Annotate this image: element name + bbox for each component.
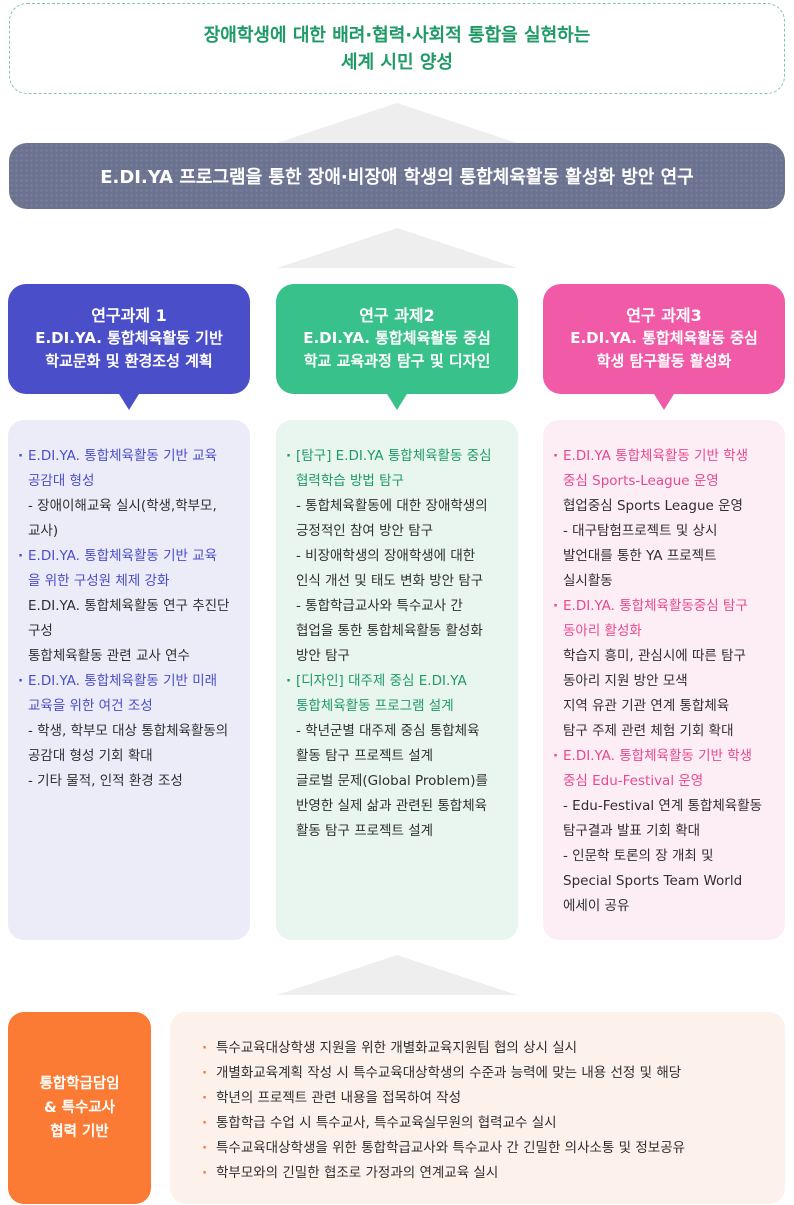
section-heading: E.DI.YA. 통합체육활동 기반 교육 (18, 444, 240, 469)
main-research-title: E.DI.YA 프로그램을 통한 장애·비장애 학생의 통합체육활동 활성화 방… (9, 143, 785, 209)
section-item: - 학생, 학부모 대상 통합체육활동의 (28, 723, 229, 739)
section-item: 실시활동 (563, 573, 613, 589)
task-2-title: 연구 과제2 (359, 306, 435, 325)
task-1-subtitle-1: E.DI.YA. 통합체육활동 기반 (35, 329, 223, 347)
section-heading: [디자인] 대주제 중심 E.DI.YA (286, 669, 508, 694)
foundation-label: 통합학급담임 & 특수교사 협력 기반 (8, 1012, 151, 1204)
section-item: 인식 개선 및 태도 변화 방안 탐구 (296, 573, 484, 589)
section-item: - 통합학급교사와 특수교사 간 (296, 598, 463, 614)
up-arrow-2 (277, 228, 517, 268)
section-item: 교사) (28, 523, 59, 539)
foundation-label-line-2: & 특수교사 (43, 1100, 116, 1116)
task-3-pointer (654, 394, 674, 410)
task-2-subtitle-2: 학교 교육과정 탐구 및 디자인 (303, 352, 491, 370)
task-1-header: 연구과제 1 E.DI.YA. 통합체육활동 기반 학교문화 및 환경조성 계획 (8, 284, 250, 410)
task-2-pointer (387, 394, 407, 410)
section-item: - 통합체육활동에 대한 장애학생의 (296, 498, 488, 514)
section-item: 지역 유관 기관 연계 통합체육 (563, 698, 730, 714)
section-item: 협업을 통한 통합체육활동 활성화 (296, 623, 483, 639)
section-heading: 교육을 위한 여건 조성 (28, 698, 153, 714)
section-heading: E.DI.YA. 통합체육활동 기반 교육 (18, 544, 240, 569)
section-item: 발언대를 통한 YA 프로젝트 (563, 548, 717, 564)
section-item: 에세이 공유 (563, 898, 630, 914)
section-heading: 공감대 형성 (28, 473, 95, 489)
up-arrow-1 (277, 103, 517, 143)
section-item: 학습지 흥미, 관심시에 따른 탐구 (563, 648, 746, 664)
section-item: 긍정적인 참여 방안 탐구 (296, 523, 434, 539)
section-heading: 통합체육활동 프로그램 설계 (296, 698, 454, 714)
task-2-header: 연구 과제2 E.DI.YA. 통합체육활동 중심 학교 교육과정 탐구 및 디… (276, 284, 518, 410)
section-item: - 학년군별 대주제 중심 통합체육 (296, 723, 480, 739)
section-item: Special Sports Team World (563, 873, 743, 889)
section-heading: [탐구] E.DI.YA 통합체육활동 중심 (286, 444, 508, 469)
section-heading: E.DI.YA. 통합체육활동 기반 학생 (553, 744, 775, 769)
task-3-header: 연구 과제3 E.DI.YA. 통합체육활동 중심 학생 탐구활동 활성화 (543, 284, 785, 410)
section-item: 공감대 형성 기회 확대 (28, 748, 153, 764)
section-item: E.DI.YA. 통합체육활동 연구 추진단 (28, 598, 230, 614)
task-1-subtitle-2: 학교문화 및 환경조성 계획 (45, 352, 213, 370)
section-item: 탐구 주제 관련 체험 기회 확대 (563, 723, 734, 739)
foundation-item: 학부모와의 긴밀한 협조로 가정과의 연계교육 실시 (202, 1161, 785, 1186)
section-item: - 대구탐험프로젝트 및 상시 (563, 523, 718, 539)
section-item: - Edu-Festival 연계 통합체육활동 (563, 798, 763, 814)
section-item: - 장애이해교육 실시(학생,학부모, (28, 498, 217, 514)
section-item: 동아리 지원 방안 모색 (563, 673, 688, 689)
foundation-item: 통합학급 수업 시 특수교사, 특수교육실무원의 협력교수 실시 (202, 1111, 785, 1136)
goal-line-2: 세계 시민 양성 (341, 51, 453, 73)
goal-line-1: 장애학생에 대한 배려·협력·사회적 통합을 실현하는 (203, 24, 591, 46)
foundation-label-line-3: 협력 기반 (50, 1124, 109, 1140)
foundation-content: 특수교육대상학생 지원을 위한 개별화교육지원팀 협의 상시 실시 개별화교육계… (170, 1012, 785, 1204)
section-item: 활동 탐구 프로젝트 설계 (296, 748, 434, 764)
section-heading: E.DI.YA. 통합체육활동중심 탐구 (553, 594, 775, 619)
section-item: 구성 (28, 623, 53, 639)
section-item: - 인문학 토론의 장 개최 및 (563, 848, 714, 864)
up-arrow-3 (277, 955, 517, 995)
goal-box: 장애학생에 대한 배려·협력·사회적 통합을 실현하는 세계 시민 양성 (9, 3, 785, 94)
task-1-title: 연구과제 1 (91, 306, 167, 325)
foundation-label-line-1: 통합학급담임 (39, 1076, 120, 1092)
section-heading: 중심 Edu-Festival 운영 (563, 773, 704, 789)
task-3-subtitle-2: 학생 탐구활동 활성화 (596, 352, 732, 370)
foundation-item: 개별화교육계획 작성 시 특수교육대상학생의 수준과 능력에 맞는 내용 선정 … (202, 1061, 785, 1086)
task-1-pointer (119, 394, 139, 410)
foundation-item: 특수교육대상학생 지원을 위한 개별화교육지원팀 협의 상시 실시 (202, 1036, 785, 1061)
foundation-item: 학년의 프로젝트 관련 내용을 접목하여 작성 (202, 1086, 785, 1111)
section-heading: 동아리 활성화 (563, 623, 642, 639)
section-heading: 을 위한 구성원 체제 강화 (28, 573, 170, 589)
section-item: 통합체육활동 관련 교사 연수 (28, 648, 190, 664)
section-item: 반영한 실제 삶과 관련된 통합체육 (296, 798, 488, 814)
section-item: 활동 탐구 프로젝트 설계 (296, 823, 434, 839)
main-research-title-text: E.DI.YA 프로그램을 통한 장애·비장애 학생의 통합체육활동 활성화 방… (100, 167, 694, 188)
section-heading: 중심 Sports-League 운영 (563, 473, 719, 489)
task-3-title: 연구 과제3 (626, 306, 702, 325)
section-item: - 기타 물적, 인적 환경 조성 (28, 773, 183, 789)
section-item: 글로벌 문제(Global Problem)를 (296, 773, 488, 789)
foundation-item: 특수교육대상학생을 위한 통합학급교사와 특수교사 간 긴밀한 의사소통 및 정… (202, 1136, 785, 1161)
task-3-subtitle-1: E.DI.YA. 통합체육활동 중심 (570, 329, 758, 347)
section-heading: E.DI.YA. 통합체육활동 기반 미래 (18, 669, 240, 694)
section-item: - 비장애학생의 장애학생에 대한 (296, 548, 476, 564)
section-item: 협업중심 Sports League 운영 (563, 498, 743, 514)
task-2-subtitle-1: E.DI.YA. 통합체육활동 중심 (303, 329, 491, 347)
section-item: 방안 탐구 (296, 648, 350, 664)
section-item: 탐구결과 발표 기회 확대 (563, 823, 701, 839)
section-heading: 협력학습 방법 탐구 (296, 473, 404, 489)
section-heading: E.DI.YA 통합체육활동 기반 학생 (553, 444, 775, 469)
